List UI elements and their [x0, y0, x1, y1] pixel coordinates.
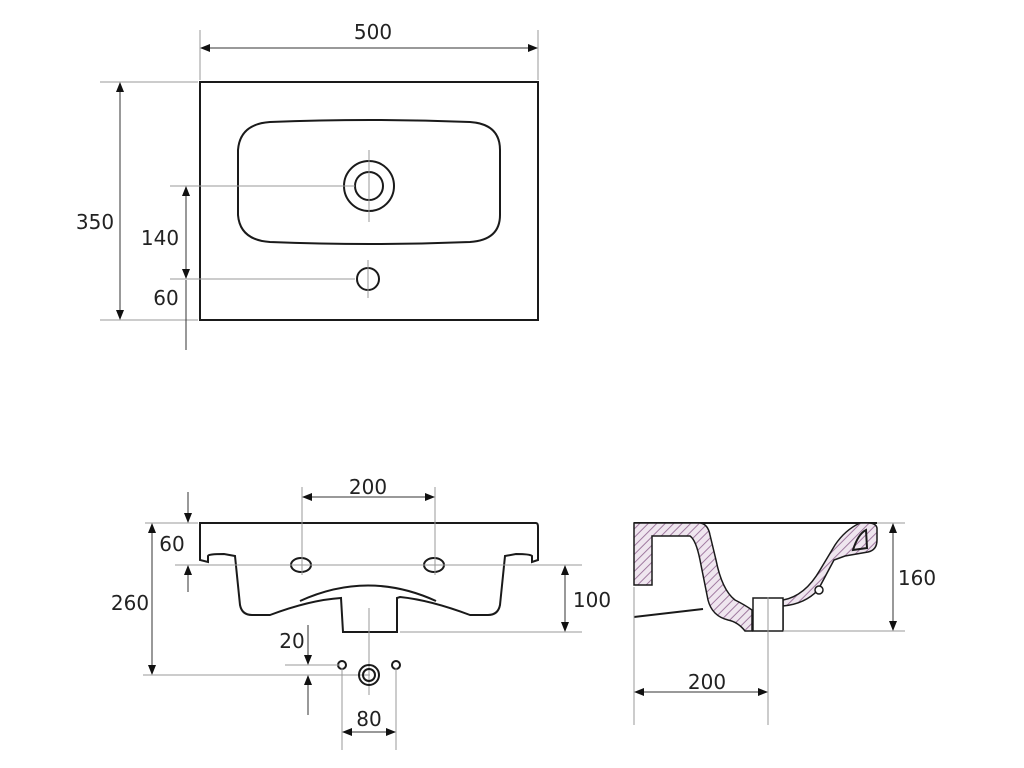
waste-icon: [358, 664, 380, 686]
label-depth: 350: [76, 210, 114, 234]
label-side-height: 160: [898, 566, 936, 590]
front-view: 200 60 260 100 20 80: [111, 475, 611, 750]
label-rim-height: 60: [159, 532, 184, 556]
overflow-channel: [851, 528, 869, 552]
label-bowl-depth: 100: [573, 588, 611, 612]
label-overall-height: 260: [111, 591, 149, 615]
label-width: 500: [354, 20, 392, 44]
label-tap-spacing: 200: [349, 475, 387, 499]
bowl-curve: [299, 584, 437, 602]
bowl-outline: [237, 119, 501, 245]
waste-inner: [362, 668, 376, 682]
label-tap-offset: 60: [153, 286, 178, 310]
label-fixing-spacing: 80: [356, 707, 381, 731]
fixing-hole-icon: [391, 660, 401, 670]
label-drain-distance: 200: [688, 670, 726, 694]
section-right-wall: [782, 522, 878, 631]
label-drain-offset: 140: [141, 226, 179, 250]
basin-outline: [199, 81, 539, 321]
label-fixing-offset: 20: [279, 629, 304, 653]
top-view: 500 350 140 60: [76, 20, 539, 350]
section-left-wall: [633, 522, 753, 632]
overflow-hole-icon: [814, 585, 824, 595]
back-line: [633, 608, 704, 618]
basin-front-outline: [199, 522, 539, 633]
side-section: 160 200: [633, 522, 936, 725]
